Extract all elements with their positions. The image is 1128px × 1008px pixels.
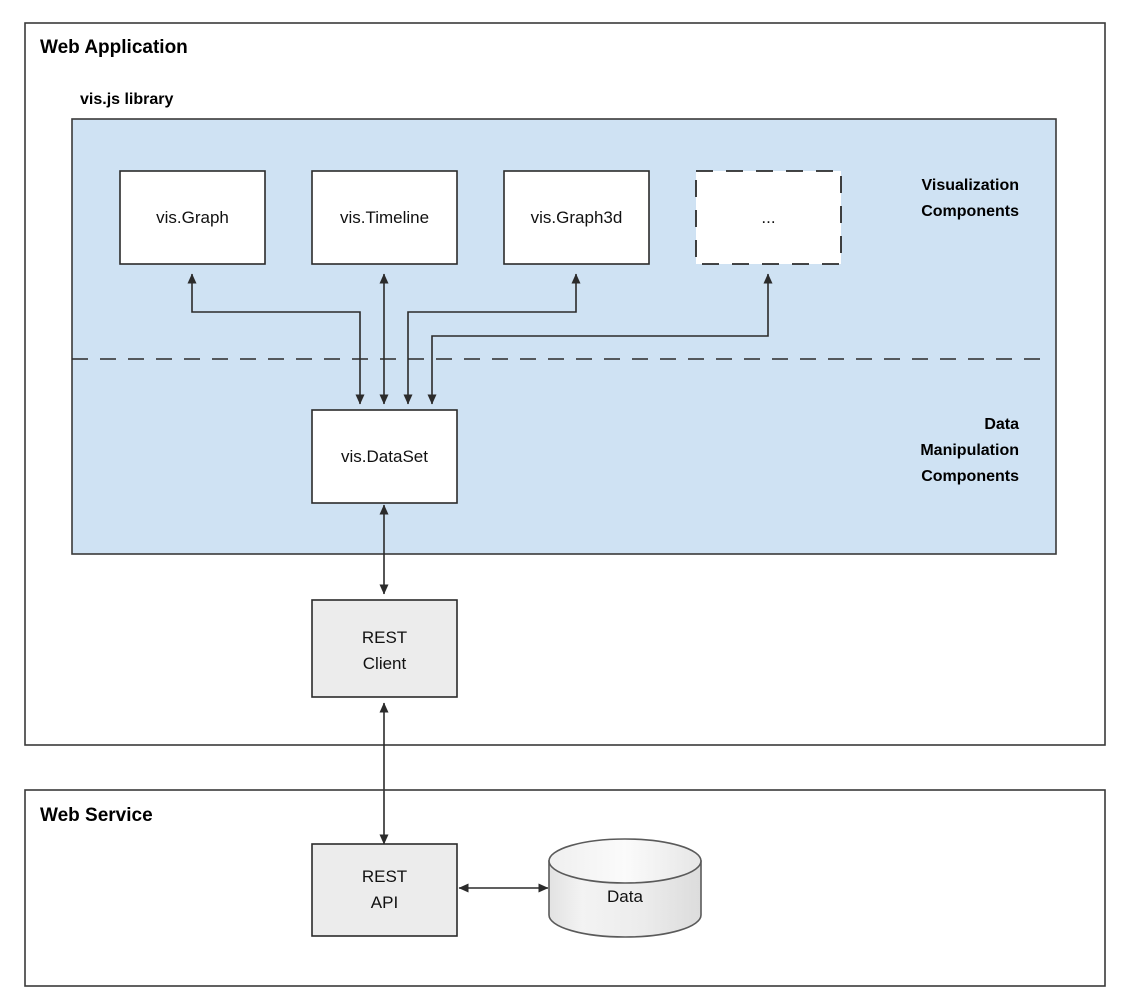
node-vis-graph3d[interactable]: vis.Graph3d <box>503 170 650 265</box>
edge-dataset-to-vis-graph <box>187 273 365 405</box>
data-manipulation-label-line2: Manipulation <box>920 442 1019 459</box>
node-vis-graph[interactable]: vis.Graph <box>119 170 266 265</box>
node-data-store-label: Data <box>607 887 643 906</box>
node-rest-api-label-line1: REST <box>362 867 407 886</box>
web-application-title: Web Application <box>40 37 188 58</box>
node-rest-client-label-line2: Client <box>363 654 407 673</box>
visjs-library-title: vis.js library <box>80 91 173 108</box>
node-more-label: ... <box>761 208 775 227</box>
visualization-components-label-line2: Components <box>921 203 1019 220</box>
node-vis-dataset-label: vis.DataSet <box>341 447 428 466</box>
frame-web-application <box>24 22 1106 746</box>
data-store-top-ellipse <box>548 838 702 884</box>
node-rest-api-label-line2: API <box>371 893 398 912</box>
node-vis-timeline[interactable]: vis.Timeline <box>311 170 458 265</box>
node-vis-dataset[interactable]: vis.DataSet <box>311 409 458 504</box>
data-manipulation-label-line1: Data <box>984 416 1019 433</box>
node-more-placeholder[interactable]: ... <box>695 170 842 265</box>
edge-dataset-to-more <box>427 273 773 405</box>
node-vis-graph3d-label: vis.Graph3d <box>531 208 623 227</box>
node-vis-graph-label: vis.Graph <box>156 208 229 227</box>
frame-web-service <box>24 789 1106 987</box>
web-service-title: Web Service <box>40 805 153 826</box>
node-data-store[interactable]: Data <box>548 838 702 938</box>
node-vis-timeline-label: vis.Timeline <box>340 208 429 227</box>
data-manipulation-label-line3: Components <box>921 468 1019 485</box>
node-rest-client-label-line1: REST <box>362 628 407 647</box>
node-rest-api[interactable]: REST API <box>311 843 458 937</box>
node-rest-client[interactable]: REST Client <box>311 599 458 698</box>
visualization-components-label-line1: Visualization <box>921 177 1019 194</box>
